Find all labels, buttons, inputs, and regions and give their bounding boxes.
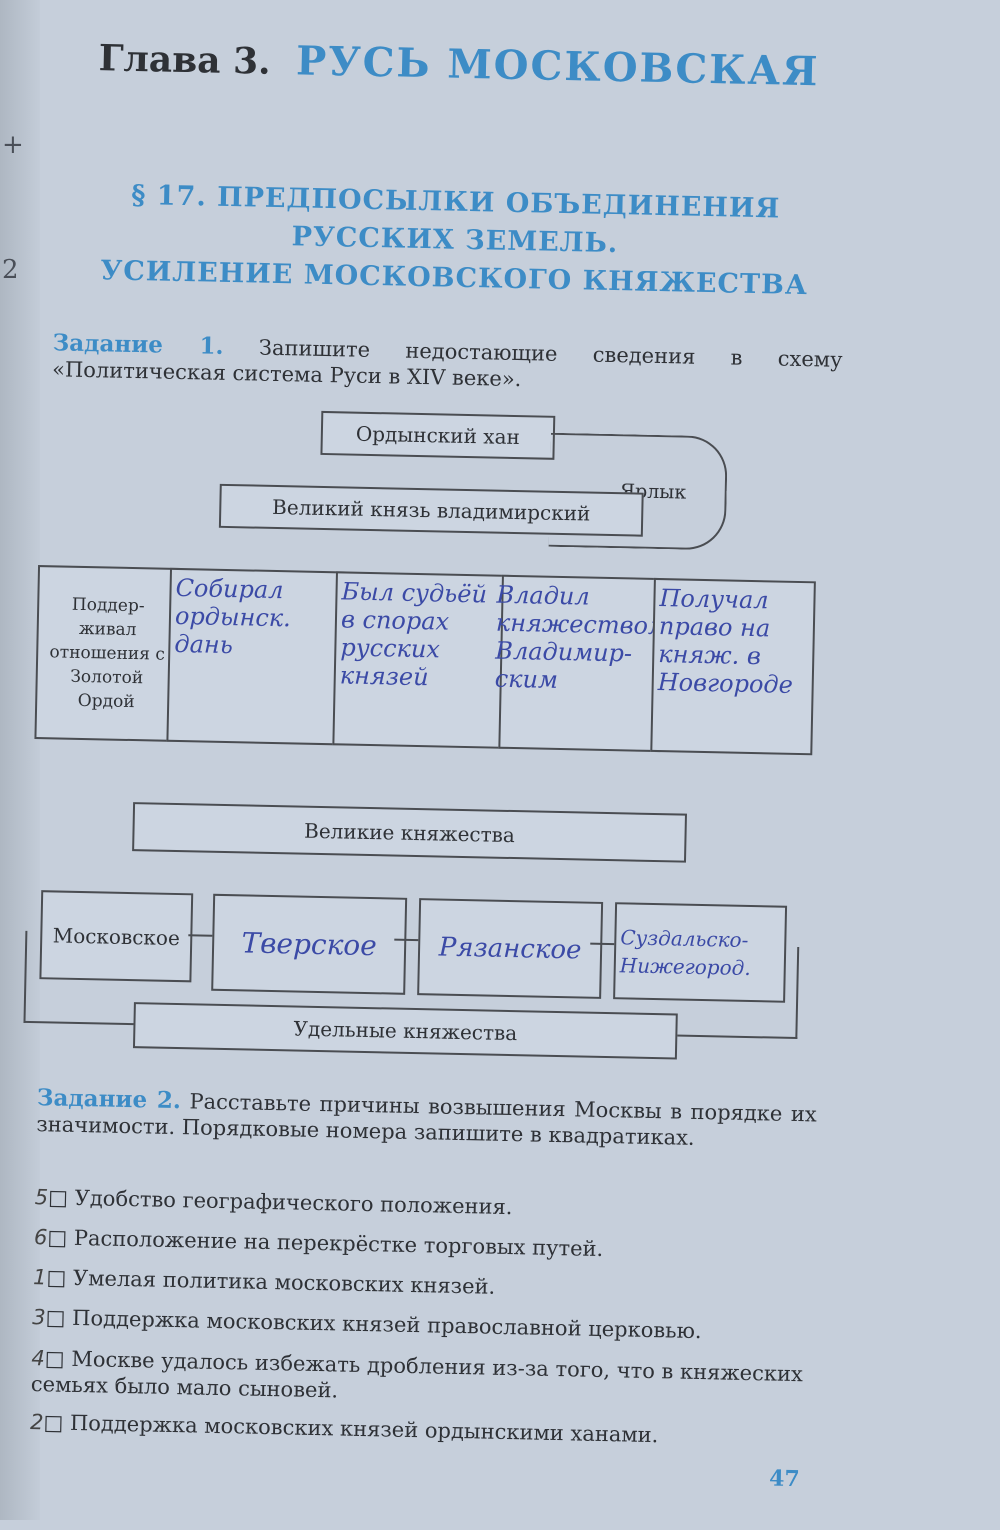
list-item: 3□ Поддержка московских князей православ… <box>32 1305 702 1344</box>
scheme1-answer-cell[interactable]: Был судьёй в спорах русских князей <box>332 571 512 749</box>
rank-box[interactable]: 4 <box>31 1346 46 1371</box>
scheme1-cell: Поддер-живал отношения с Золотой Ордой <box>34 565 181 742</box>
item-text: Москве удалось избежать дробления из-за … <box>30 1346 804 1403</box>
chapter-title: РУСЬ МОСКОВСКАЯ <box>295 37 820 96</box>
item-text: Поддержка московских князей православной… <box>71 1305 702 1344</box>
rank-box[interactable]: 6 <box>33 1225 48 1250</box>
list-item: 5□ Удобство географического положения. <box>34 1185 513 1220</box>
task1: Задание 1. Запишите недостающие сведения… <box>52 329 843 399</box>
list-item: 2□ Поддержка московских князей ордынским… <box>29 1410 659 1448</box>
item-text: Поддержка московских князей ордынскими х… <box>69 1410 659 1448</box>
workbook-page: Глава 3. РУСЬ МОСКОВСКАЯ § 17. ПРЕДПОСЫЛ… <box>8 0 1000 1530</box>
task1-label: Задание 1. <box>52 329 224 360</box>
item-text: Удобство географического положения. <box>74 1185 513 1220</box>
scheme1-answer-cell[interactable]: Получал право на княж. в Новгороде <box>650 577 816 756</box>
scheme1-answer-cell[interactable]: Владил княжеством Владимир-ским <box>494 574 668 753</box>
rank-box[interactable]: 3 <box>32 1305 46 1330</box>
grand-prince-box: Великий князь владимирский <box>218 483 644 537</box>
rank-box[interactable]: 5 <box>34 1185 49 1210</box>
chapter-heading: Глава 3. РУСЬ МОСКОВСКАЯ <box>98 33 820 95</box>
scheme1-answer-cell[interactable]: Собирал ордынск. дань <box>166 567 346 746</box>
margin-mark: + <box>2 130 24 160</box>
list-item: 1□ Умелая политика московских князей. <box>32 1265 496 1299</box>
khan-box: Ордынский хан <box>320 410 556 460</box>
list-item: 6□ Расположение на перекрёстке торговых … <box>33 1225 604 1262</box>
chapter-label: Глава 3. <box>98 37 272 83</box>
page-number: 47 <box>768 1465 800 1493</box>
item-text: Умелая политика московских князей. <box>72 1265 496 1299</box>
section-title: § 17. ПРЕДПОСЫЛКИ ОБЪЕДИНЕНИЯ РУССКИХ ЗЕ… <box>74 176 836 306</box>
book-gutter <box>0 0 40 1520</box>
margin-mark: 2 <box>2 255 19 285</box>
rank-box[interactable]: 1 <box>32 1265 47 1290</box>
task2-label: Задание 2. <box>36 1084 182 1115</box>
grand-principalities-box: Великие княжества <box>132 802 687 863</box>
task2: Задание 2. Расставьте причины возвышения… <box>36 1084 817 1153</box>
item-text: Расположение на перекрёстке торговых пут… <box>73 1225 604 1262</box>
list-item: 4□ Москве удалось избежать дробления из-… <box>30 1346 804 1403</box>
rank-box[interactable]: 2 <box>29 1410 44 1435</box>
